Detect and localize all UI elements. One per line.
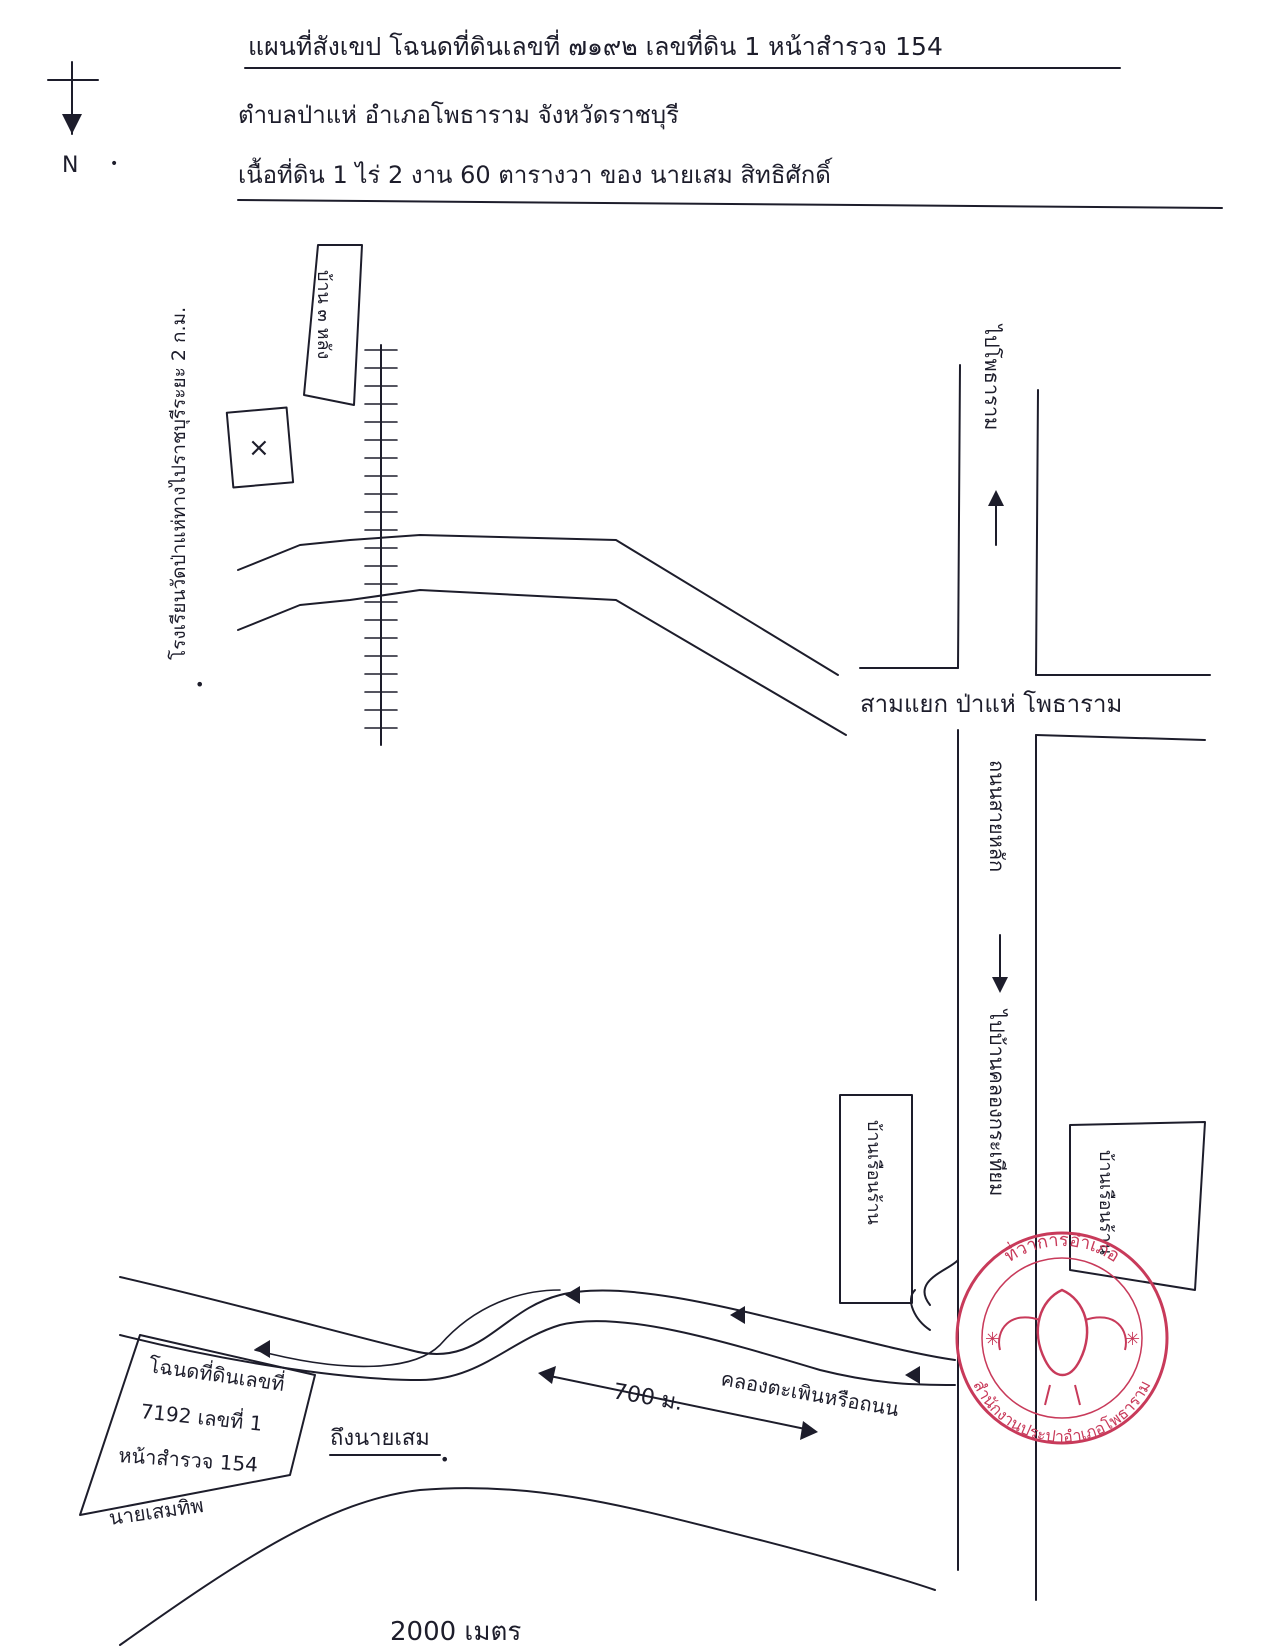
lower-boundary [119,1487,936,1646]
garuda-emblem-icon [998,1288,1127,1406]
north-label: N [62,153,78,178]
plot-owner-label: ถึงนายเสม [330,1426,430,1451]
land-plot: โฉนดที่ดินเลขที่ 7192 เลขที่ 1 หน้าสำรวจ… [79,1334,316,1530]
top-building: บ้าน ๓ หลัง [303,244,363,406]
header-area-owner: เนื้อที่ดิน 1 ไร่ 2 งาน 60 ตารางวา ของ น… [238,157,833,189]
canal-road [119,1259,959,1386]
svg-text:×: × [248,433,270,463]
svg-text:สำนักงานประปาอำเภอโพธาราม: สำนักงานประปาอำเภอโพธาราม [969,1377,1154,1446]
distance-arrow [538,1366,818,1440]
plot-label-bottom: นายเสมทิพ [107,1493,205,1530]
header-title: แผนที่สังเขป โฉนดที่ดินเลขที่ ๗๑๙๒ เลขที… [248,29,943,61]
plot-label-2: 7192 เลขที่ 1 [139,1397,263,1436]
left-rotated-note: โรงเรียนวัดป่าแห่ทางไปราชบุรีระยะ 2 ก.ม. [167,307,191,660]
svg-text:บ้านเรือนร้าน: บ้านเรือนร้าน [863,1120,884,1225]
right-shop-block: บ้านเรือนร้าน [1069,1121,1206,1291]
flow-arrow-icon [255,1286,920,1384]
distance-label: 700 ม. [611,1379,685,1416]
bottom-note: 2000 เมตร [390,1617,521,1647]
arrow-up-icon [988,490,1004,546]
diagonal-road [237,534,847,736]
plot-label-1: โฉนดที่ดินเลขที่ [147,1351,286,1396]
top-building-label: บ้าน ๓ หลัง [313,270,334,359]
svg-text:บ้านเรือนร้าน: บ้านเรือนร้าน [1095,1150,1116,1255]
header-underline-2 [237,199,1223,209]
svg-text:✳: ✳ [1125,1329,1140,1350]
road-label-main: ถนนสายหลัก [985,760,1009,872]
canal-label: คลองตะเพินหรือถนน [719,1366,901,1421]
svg-text:•: • [110,156,118,172]
arrow-down-icon [992,934,1008,993]
road-label-klong: ไปบ้านคลองกระเทียม [985,1008,1009,1196]
railway-line [364,344,398,746]
official-seal: ที่ว่าการอำเภอ สำนักงานประปาอำเภอโพธาราม… [955,1230,1169,1446]
plot-label-3: หน้าสำรวจ 154 [118,1443,259,1477]
svg-text:✳: ✳ [985,1329,1000,1350]
main-road [859,364,1211,1601]
seal-bottom-text: สำนักงานประปาอำเภอโพธาราม [969,1377,1154,1446]
svg-text:•: • [195,675,204,694]
intersection-label: สามแยก ป่าแห่ โพธาราม [860,690,1122,718]
header-location: ตำบลป่าแห่ อำเภอโพธาราม จังหวัดราชบุรี [238,101,679,130]
road-to-photharam: ไปโพธาราม [980,323,1004,430]
north-arrow-icon: N [47,61,99,178]
svg-text:•: • [440,1450,449,1469]
marked-building: × [225,406,295,489]
left-shop-block: บ้านเรือนร้าน [839,1094,913,1304]
